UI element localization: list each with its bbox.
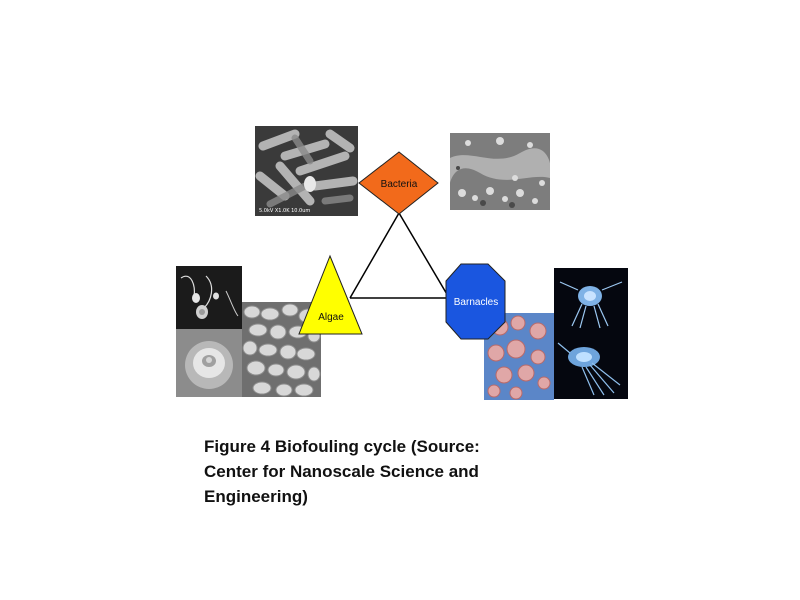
caption-line-3: Engineering)	[204, 484, 564, 509]
barnacles-label: Barnacles	[454, 297, 498, 308]
caption-line-1: Figure 4 Biofouling cycle (Source:	[204, 434, 564, 459]
caption-line-2: Center for Nanoscale Science and	[204, 459, 564, 484]
bacteria-label: Bacteria	[381, 179, 418, 190]
edge-bacteria-algae	[350, 213, 399, 298]
edge-bacteria-barnacles	[399, 213, 448, 296]
algae-label: Algae	[318, 312, 344, 323]
barnacles-node: Barnacles	[446, 264, 505, 339]
figure-caption: Figure 4 Biofouling cycle (Source: Cente…	[204, 434, 564, 509]
bacteria-node: Bacteria	[359, 152, 438, 214]
